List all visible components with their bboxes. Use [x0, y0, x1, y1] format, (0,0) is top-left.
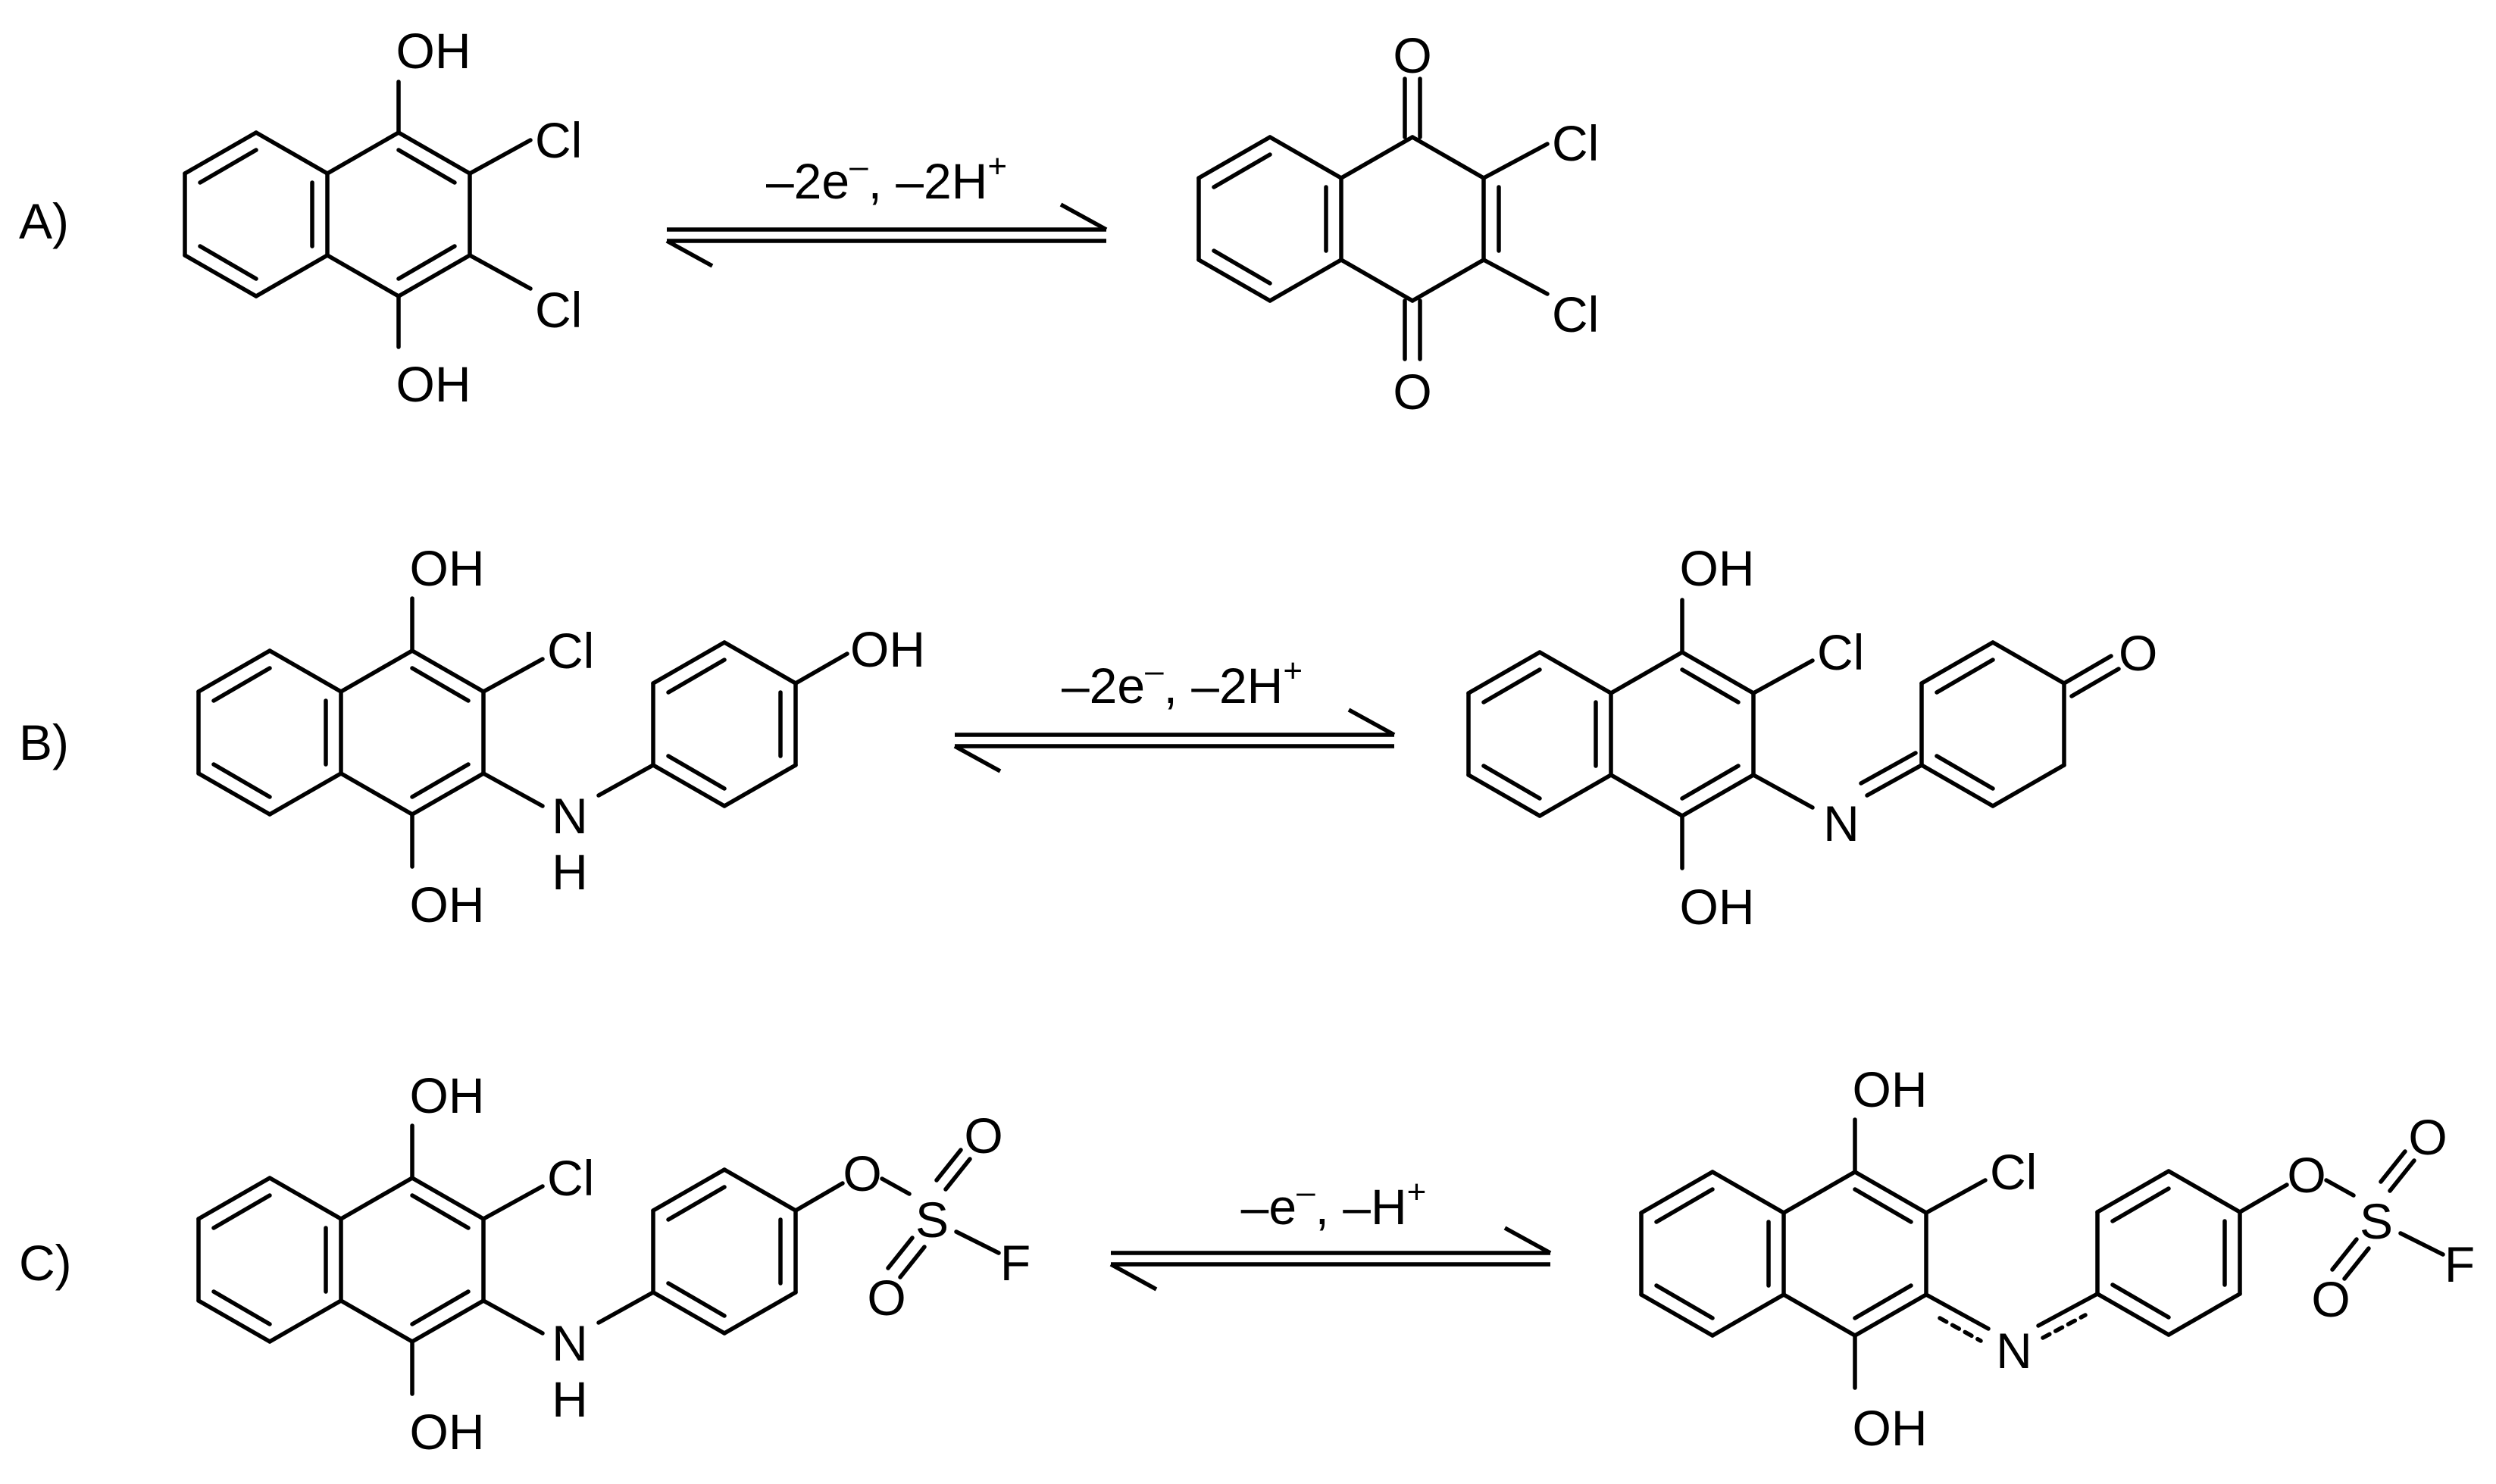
reactant-b-nh: H	[552, 844, 588, 900]
condition-c: –e–, –H+	[1241, 1173, 1427, 1235]
panel-label-a: A)	[19, 193, 69, 249]
product-b-n: N	[1823, 795, 1859, 851]
reactant-c-o-s1: O	[964, 1108, 1002, 1164]
product-c-o-s2: O	[2311, 1271, 2350, 1327]
reactant-b-oh-top: OH	[410, 540, 485, 596]
product-a-o-top: O	[1393, 27, 1431, 83]
product-a-cl-2: Cl	[1552, 286, 1599, 342]
product-b-oh-bottom: OH	[1680, 879, 1755, 935]
reactant-c-cl: Cl	[547, 1150, 594, 1206]
reactant-c-structure	[196, 1123, 1001, 1396]
reactant-c-f: F	[1000, 1235, 1031, 1291]
condition-a: –2e–, –2H+	[766, 148, 1007, 209]
product-c-cl: Cl	[1990, 1144, 2037, 1200]
panel-a: A) OH OH Cl Cl	[19, 23, 1599, 420]
product-b-o-tail: O	[2119, 625, 2157, 681]
product-a-o-bottom: O	[1393, 364, 1431, 420]
product-c-o-s1: O	[2408, 1109, 2447, 1165]
product-a-cl-1: Cl	[1552, 115, 1599, 171]
product-c-s: S	[2360, 1193, 2393, 1249]
product-a-structure	[1196, 77, 1550, 361]
product-c-o-link: O	[2287, 1147, 2326, 1203]
reactant-a-cl-2: Cl	[535, 282, 582, 338]
reactant-a-cl-1: Cl	[535, 112, 582, 168]
panel-label-c: C)	[19, 1235, 72, 1291]
reactant-b-n: N	[552, 788, 588, 844]
reactant-c-o-link: O	[843, 1145, 881, 1201]
product-c-oh-bottom: OH	[1853, 1400, 1928, 1456]
equilibrium-arrow-a	[665, 202, 1108, 268]
reactant-a-oh-top: OH	[396, 23, 471, 79]
product-b-cl: Cl	[1817, 624, 1864, 680]
product-c-n: N	[1996, 1323, 2032, 1379]
panel-c: C)	[19, 1061, 2475, 1460]
reactant-c-n: N	[552, 1315, 588, 1371]
reactant-b-cl: Cl	[547, 623, 594, 679]
reactant-c-o-s2: O	[867, 1270, 906, 1326]
reactant-c-oh-bottom: OH	[410, 1404, 485, 1460]
product-c-f: F	[2444, 1236, 2475, 1292]
reactant-c-s: S	[915, 1192, 949, 1248]
reactant-c-oh-top: OH	[410, 1067, 485, 1123]
product-c-oh-top: OH	[1853, 1061, 1928, 1117]
reactant-a-structure	[183, 80, 533, 349]
product-b-structure	[1466, 598, 2121, 870]
condition-b: –2e–, –2H+	[1062, 652, 1303, 714]
panel-label-b: B)	[19, 714, 69, 770]
panel-b: B)	[19, 540, 2157, 935]
product-c-structure	[1639, 1117, 2445, 1390]
reactant-b-oh-bottom: OH	[410, 876, 485, 933]
reactant-b-oh-tail: OH	[850, 621, 925, 677]
reactant-b-structure	[196, 596, 849, 869]
equilibrium-arrow-b	[953, 708, 1396, 773]
reactant-a-oh-bottom: OH	[396, 356, 471, 412]
equilibrium-arrow-c	[1109, 1226, 1552, 1292]
product-b-oh-top: OH	[1680, 540, 1755, 596]
reactant-c-nh: H	[552, 1371, 588, 1427]
